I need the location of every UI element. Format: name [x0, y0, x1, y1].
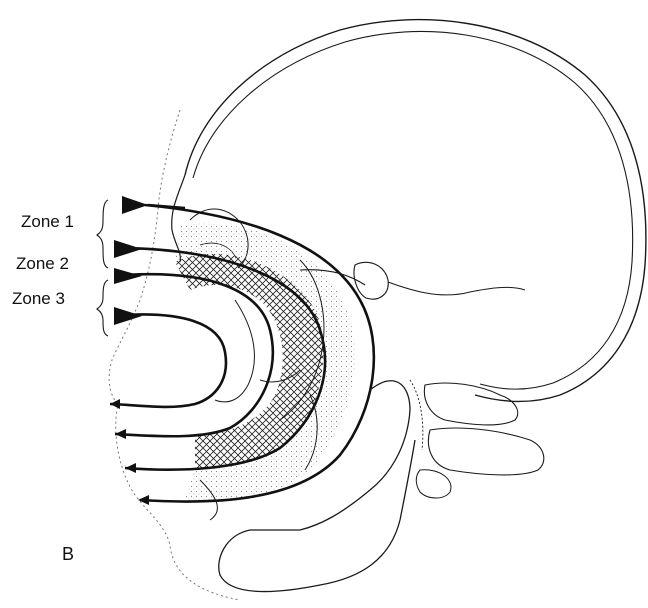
soft-tissue-profile: [109, 110, 240, 600]
arrow-out-1: [110, 399, 120, 409]
arrow-out-3: [125, 463, 136, 473]
arrow-in-2: [114, 240, 142, 258]
vertebra-1: [424, 383, 517, 425]
cranium-inner: [193, 31, 633, 389]
vertebra-2: [428, 428, 543, 475]
arrow-in-3: [114, 268, 142, 284]
arrow-in-1: [122, 196, 148, 214]
zone-1-label: Zone 1: [21, 213, 74, 230]
zone-3-label: Zone 3: [12, 290, 65, 307]
arrow-in-4: [114, 307, 142, 325]
zone-2-label: Zone 2: [16, 255, 69, 272]
arrow-out-4: [138, 495, 149, 505]
cranium-outer: [185, 20, 646, 402]
zone-1-bracket: [97, 200, 108, 268]
vertebra-3: [416, 470, 451, 498]
panel-letter: B: [62, 545, 74, 563]
zone-3-bracket: [97, 280, 108, 336]
zone-boundary-3: [115, 274, 273, 436]
